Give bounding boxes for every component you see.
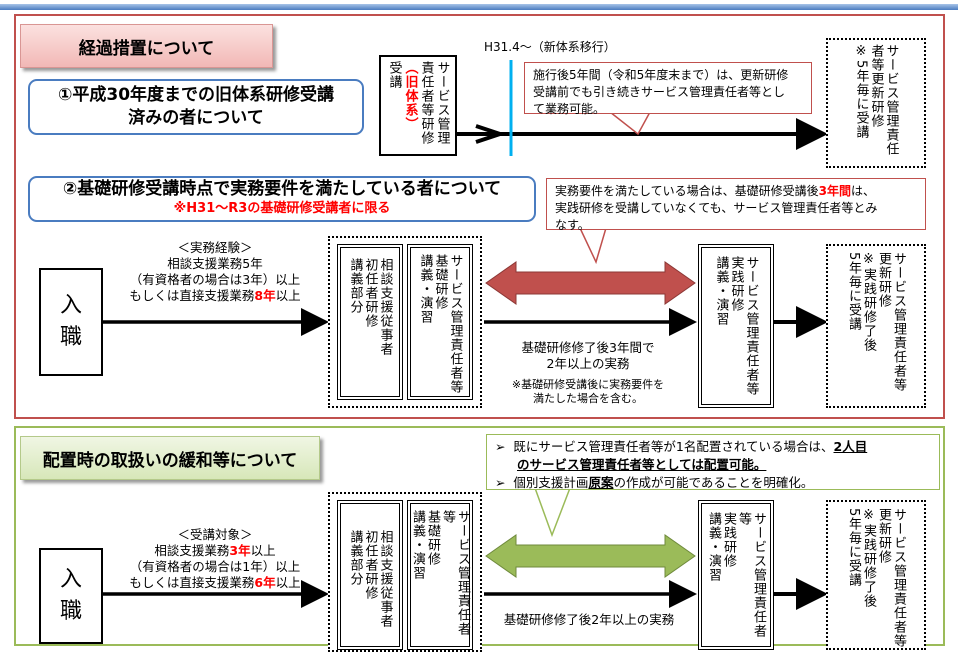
s2-upd-c: ※実践研修了後 — [861, 508, 876, 608]
s2-upd-d: 5年毎に受講 — [846, 508, 861, 588]
prac-b: 実践研修 — [728, 256, 744, 312]
target-line2: （有資格者の場合は1年）以上 — [129, 559, 301, 574]
section1-title: 経過措置について — [20, 24, 273, 68]
entry-label-b: 職 — [59, 325, 82, 350]
old-box-line-d: 受講 — [386, 61, 402, 89]
basic-training-box-1: サービス管理責任者等 基礎研修 講義・演習 — [407, 244, 473, 400]
item1-heading-line2: 済みの者について — [128, 108, 264, 128]
section2-title: 配置時の取扱いの緩和等について — [20, 436, 320, 480]
target-title: ＜受講対象＞ — [177, 527, 253, 542]
item1-heading: ①平成30年度までの旧体系研修受講 済みの者について — [28, 79, 364, 135]
s2-col2-b: 基礎研修 — [425, 510, 440, 566]
s2-col2-c: 講義・演習 — [410, 510, 425, 580]
basic-training-box-2: サービス管理責任者等 基礎研修 講義・演習 — [407, 500, 473, 650]
old-box-line-c: （旧体系） — [402, 61, 418, 131]
item2-callout: 実務要件を満たしている場合は、基礎研修受講後3年間は、 実践研修を受講していなく… — [546, 178, 926, 232]
col2-b: 基礎研修 — [432, 254, 448, 310]
item2-callout-l3: なす。 — [555, 218, 590, 232]
transitional-measures-panel — [14, 14, 945, 419]
col2-a: サービス管理責任者等 — [447, 254, 463, 394]
old-box-line-b: 責任者等研修 — [418, 61, 434, 145]
item1-callout-l2: 受講前でも引き続きサービス管理責任者等とし — [533, 85, 786, 99]
red-double-arrow — [485, 261, 696, 305]
item2-heading: ②基礎研修受講時点で実務要件を満たしている者について ※H31～R3の基礎研修受… — [28, 176, 536, 222]
target-line3: もしくは直接支援業務6年以上 — [129, 575, 301, 590]
s2-prac-a: サービス管理責任者等 — [736, 512, 766, 638]
update-training-box-1: サービス管理責任者等 更新研修 ※実践研修了後 5年毎に受講 — [826, 244, 926, 408]
target-line1: 相談支援業務3年以上 — [154, 543, 276, 558]
mid-line2: 2年以上の実務 — [546, 356, 630, 371]
experience-requirements: ＜実務経験＞ 相談支援業務5年 （有資格者の場合は3年）以上 もしくは直接支援業… — [108, 240, 322, 304]
old-box-line-a: サービス管理 — [434, 61, 450, 145]
update-training-box-2: サービス管理責任者等 更新研修 ※実践研修了後 5年毎に受講 — [826, 500, 926, 650]
upd-a: サービス管理責任者等 — [891, 252, 906, 392]
green-double-arrow — [485, 534, 696, 578]
s2-upd-a: サービス管理責任者等 — [891, 508, 906, 648]
item1-update-b: 者等更新研修 — [868, 44, 884, 128]
entry-box-1: 入 職 — [39, 268, 103, 376]
section2-callout: ➢ 既にサービス管理責任者等が1名配置されている場合は、2人目 のサービス管理責… — [486, 434, 940, 490]
col1-b: 初任者研修 — [362, 258, 378, 328]
initial-training-box-2: 相談支援従事者 初任者研修 講義部分 — [337, 500, 403, 650]
upd-b: 更新研修 — [876, 252, 891, 308]
s2-col1-b: 初任者研修 — [362, 530, 378, 600]
item1-update-c: ※5年毎に受講 — [853, 44, 869, 140]
s2-prac-c: 講義・演習 — [706, 512, 721, 582]
entry-label-a: 入 — [59, 293, 82, 318]
mid-line1: 基礎研修修了後3年間で — [521, 340, 655, 355]
s2-col2-a: サービス管理責任者等 — [440, 510, 470, 636]
item2-heading-line: ②基礎研修受講時点で実務要件を満たしている者について — [62, 179, 502, 199]
exp-line1: 相談支援業務5年 — [167, 256, 263, 271]
bullet1-cont: のサービス管理責任者等としては配置可能。 — [517, 457, 767, 472]
mid-practice-note-1: 基礎研修修了後3年間で 2年以上の実務 ※基礎研修受講後に実務要件を満たした場合… — [490, 340, 686, 406]
exp-title: ＜実務経験＞ — [177, 240, 253, 255]
item2-callout-l1: 実務要件を満たしている場合は、基礎研修受講後3年間は、 — [555, 184, 876, 198]
prac-c: 講義・演習 — [713, 256, 729, 326]
bullet1: ➢ 既にサービス管理責任者等が1名配置されている場合は、2人目 — [495, 439, 868, 454]
item1-heading-line1: ①平成30年度までの旧体系研修受講 — [57, 85, 335, 105]
top-banner-line — [0, 4, 958, 10]
item1-update-box: サービス管理責任 者等更新研修 ※5年毎に受講 — [826, 38, 926, 168]
exp-line2: （有資格者の場合は3年）以上 — [129, 272, 301, 287]
bullet2: ➢ 個別支援計画原案の作成が可能であることを明確化。 — [495, 475, 814, 490]
entry2-label-a: 入 — [59, 567, 82, 592]
initial-training-box-1: 相談支援従事者 初任者研修 講義部分 — [337, 244, 403, 400]
s2-upd-b: 更新研修 — [876, 508, 891, 564]
upd-c: ※実践研修了後 — [861, 252, 876, 352]
s2-col1-a: 相談支援従事者 — [377, 530, 393, 628]
col1-c: 講義部分 — [347, 258, 363, 314]
target-requirements: ＜受講対象＞ 相談支援業務3年以上 （有資格者の場合は1年）以上 もしくは直接支… — [108, 527, 322, 591]
item1-callout-l1: 施行後5年間（令和5年度末まで）は、更新研修 — [533, 68, 789, 82]
item1-callout: 施行後5年間（令和5年度末まで）は、更新研修 受講前でも引き続きサービス管理責任… — [524, 62, 812, 116]
timeline-label: H31.4～（新体系移行） — [484, 40, 616, 54]
prac-a: サービス管理責任者等 — [743, 256, 759, 396]
entry-box-2: 入 職 — [39, 548, 103, 644]
s2-col1-c: 講義部分 — [347, 530, 363, 586]
practice-training-box-1: サービス管理責任者等 実践研修 講義・演習 — [698, 244, 774, 408]
mid-practice-note-2: 基礎研修修了後2年以上の実務 — [503, 612, 675, 627]
mid-note: ※基礎研修受講後に実務要件を満たした場合を含む。 — [511, 378, 665, 405]
s2-prac-b: 実践研修 — [721, 512, 736, 568]
old-system-box: サービス管理 責任者等研修 （旧体系） 受講 — [379, 55, 457, 156]
item1-callout-l3: て業務可能。 — [533, 102, 606, 116]
upd-d: 5年毎に受講 — [846, 252, 861, 332]
exp-line3: もしくは直接支援業務8年以上 — [129, 288, 301, 303]
entry2-label-b: 職 — [59, 599, 82, 624]
col1-a: 相談支援従事者 — [377, 258, 393, 356]
col2-c: 講義・演習 — [417, 254, 433, 324]
item2-subheading: ※H31～R3の基礎研修受講者に限る — [173, 201, 391, 216]
item1-update-a: サービス管理責任 — [883, 44, 899, 156]
item2-callout-l2: 実践研修を受講していなくても、サービス管理責任者等とみ — [555, 201, 878, 215]
practice-training-box-2: サービス管理責任者等 実践研修 講義・演習 — [698, 500, 774, 650]
